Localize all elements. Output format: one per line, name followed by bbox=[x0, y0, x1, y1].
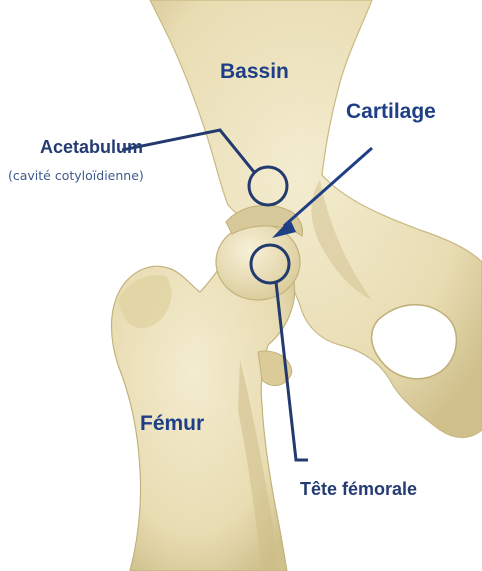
label-tete-femorale: Tête fémorale bbox=[300, 479, 417, 500]
label-acetabulum-sub: (cavité cotyloïdienne) bbox=[8, 168, 144, 183]
label-bassin: Bassin bbox=[220, 60, 289, 84]
label-cartilage: Cartilage bbox=[346, 100, 436, 124]
label-acetabulum: Acetabulum bbox=[40, 137, 143, 158]
label-femur: Fémur bbox=[140, 412, 204, 436]
